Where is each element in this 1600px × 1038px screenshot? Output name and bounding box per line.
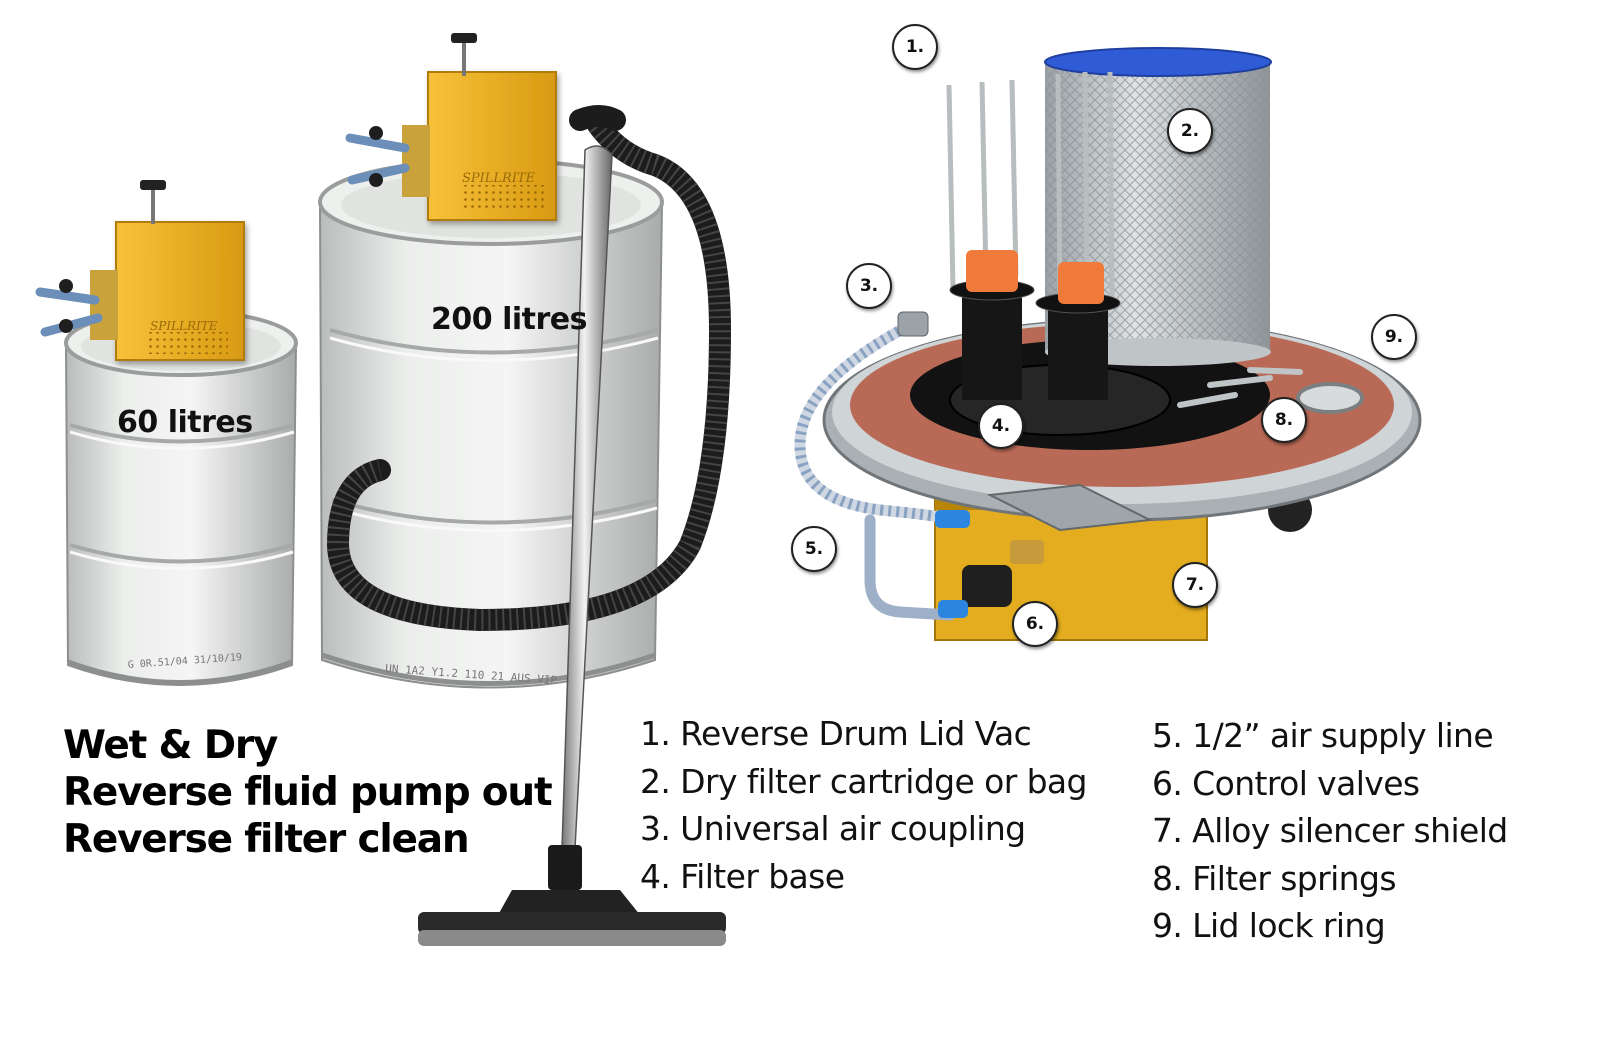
drum-60-label: 60 litres (117, 405, 253, 440)
callout-1: 1. (892, 24, 938, 70)
feature-item: Reverse fluid pump out (63, 770, 553, 815)
legend-item: 3. Universal air coupling (640, 809, 1026, 848)
drum-lid-assembly (794, 47, 1422, 641)
callout-7: 7. (1172, 562, 1218, 608)
vacuum-wand (418, 145, 726, 946)
callout-2: 2. (1167, 108, 1213, 154)
drum-200-label: 200 litres (431, 302, 587, 337)
feature-item: Reverse filter clean (63, 817, 470, 862)
legend-item: 9. Lid lock ring (1152, 906, 1386, 945)
legend-item: 8. Filter springs (1152, 858, 1397, 898)
pump-brand-large: SPILLRITE (462, 171, 536, 186)
legend-item: 2. Dry filter cartridge or bag (640, 761, 1087, 801)
legend-item: 7. Alloy silencer shield (1152, 811, 1508, 850)
feature-list: Wet & Dry Reverse fluid pump out Reverse… (63, 722, 553, 863)
pump-box-small: SPILLRITE (35, 180, 245, 361)
legend-item: 5. 1/2” air supply line (1152, 716, 1494, 755)
vacuum-hose (326, 105, 732, 632)
callout-5: 5. (791, 526, 837, 572)
legend-left: 1. Reverse Drum Lid Vac 2. Dry filter ca… (640, 710, 1087, 900)
callout-8: 8. (1261, 397, 1307, 443)
drum-60-litres: G 0R.51/04 31/10/19 (64, 309, 298, 686)
pump-brand-small: SPILLRITE (150, 319, 218, 333)
legend-right: 5. 1/2” air supply line 6. Control valve… (1152, 712, 1508, 950)
callout-9: 9. (1371, 314, 1417, 360)
pump-box-large: SPILLRITE (345, 33, 557, 221)
feature-item: Wet & Dry (63, 723, 278, 768)
callout-6: 6. (1012, 601, 1058, 647)
legend-item: 6. Control valves (1152, 763, 1420, 803)
callout-3: 3. (846, 263, 892, 309)
legend-item: 1. Reverse Drum Lid Vac (640, 714, 1032, 753)
legend-item: 4. Filter base (640, 856, 845, 896)
callout-4: 4. (978, 403, 1024, 449)
